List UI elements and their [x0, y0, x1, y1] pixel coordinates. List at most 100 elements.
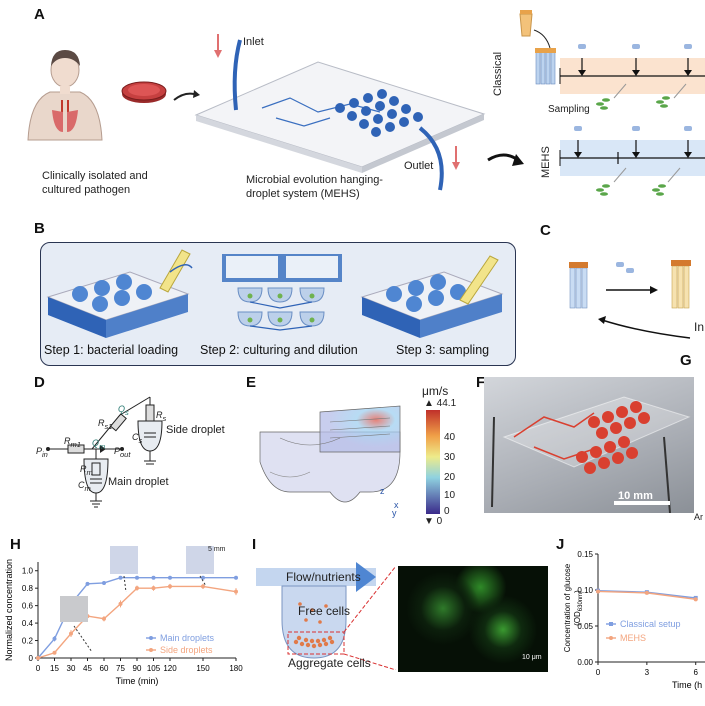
y-axis-label-line2: (OD630nm)	[573, 590, 584, 626]
rm2-subscript: m	[86, 467, 93, 477]
y-tick-label: 0.15	[577, 550, 593, 559]
rs-subscript: s	[162, 413, 167, 423]
cs-subscript: s	[138, 435, 143, 445]
tube-icon	[569, 262, 588, 309]
x-axis-label: Time (h	[672, 680, 702, 690]
legend-marker	[149, 648, 153, 652]
panel-f-photo-content	[491, 396, 691, 513]
pathogen-caption-line2: cultured pathogen	[42, 184, 131, 196]
panel-label-e: E	[246, 374, 257, 391]
data-point	[168, 575, 172, 580]
colorbar-unit: μm/s	[422, 384, 449, 398]
mehs-caption-line2: droplet system (MEHS)	[246, 188, 360, 200]
legend-label: Main droplets	[160, 633, 215, 643]
pin-label: Pin	[36, 446, 48, 459]
rs-label: Rs	[156, 410, 166, 423]
tube-icon	[671, 260, 691, 309]
cm-symbol: C	[78, 480, 85, 490]
qs-subscript: s	[125, 407, 129, 417]
rs1-subscript: s1	[104, 421, 113, 431]
data-point	[52, 650, 57, 655]
colorbar-tick-10: 10	[444, 490, 456, 501]
x-tick-label: 105	[147, 664, 161, 673]
petri-dish-icon	[121, 81, 167, 103]
colorbar-tick-40: 40	[444, 432, 456, 443]
y-tick-label: 0.6	[22, 602, 34, 611]
panel-d-circuit	[46, 396, 163, 508]
cm-label: Cm	[78, 480, 91, 493]
data-point	[52, 636, 57, 641]
cs-label: Cs	[132, 432, 142, 445]
inset-image-0	[60, 596, 88, 622]
rs1-label: Rs1	[98, 418, 112, 431]
step2-label: Step 2: culturing and dilution	[200, 343, 358, 357]
panel-label-j: J	[556, 536, 565, 553]
x-tick-label: 150	[196, 664, 210, 673]
x-tick-label: 90	[133, 664, 142, 673]
pout-symbol: P	[114, 446, 121, 456]
qs-symbol: Q	[118, 404, 126, 414]
inlet-label: Inlet	[243, 36, 264, 48]
panel-e-colorbar	[426, 410, 440, 514]
panel-a-illustration	[27, 10, 705, 196]
x-tick-label: 180	[229, 664, 243, 673]
data-point	[102, 616, 106, 621]
panel-c-illustration	[569, 260, 691, 339]
panel-label-a: A	[34, 6, 45, 23]
qs-label: Qs	[118, 404, 129, 417]
cm-subscript: m	[84, 483, 91, 493]
data-point	[168, 584, 172, 589]
axis-x-label: x	[394, 500, 399, 510]
x-tick-label: 60	[100, 664, 109, 673]
flow-label: Flow/nutrients	[286, 570, 361, 584]
panel-label-b: B	[34, 220, 45, 237]
rm-subscript: m1	[70, 439, 81, 449]
tube-icon	[519, 10, 556, 85]
data-point	[596, 589, 600, 594]
rm2-label: Rm	[80, 464, 93, 477]
inset-image-1	[110, 546, 138, 574]
inset-pointer	[73, 625, 93, 653]
inset-scalebar: 5 mm	[208, 546, 226, 553]
colorbar-tick-20: 20	[444, 472, 456, 483]
x-tick-label: 75	[116, 664, 125, 673]
inset-pointer	[123, 575, 127, 593]
panel-label-i: I	[252, 536, 257, 553]
panel-f-scalebar: 10 mm	[618, 490, 653, 502]
y-tick-label: 0.2	[22, 637, 34, 646]
aggregate-cells-label: Aggregate cells	[288, 656, 371, 670]
arrow-icon	[487, 153, 519, 162]
rs-symbol: R	[156, 410, 163, 420]
x-axis-label: Time (min)	[116, 676, 159, 686]
colorbar-min: ▼ 0	[424, 516, 443, 527]
y-tick-label: 0.05	[577, 622, 593, 631]
inset-pointer	[199, 575, 207, 587]
panel-c-cut-text: In	[694, 320, 705, 334]
data-point	[151, 575, 156, 580]
rm2-symbol: R	[80, 464, 87, 474]
mehs-chip-icon	[194, 39, 486, 191]
cs-symbol: C	[132, 432, 139, 442]
data-point	[234, 575, 238, 580]
panel-i-micrograph	[398, 566, 548, 672]
data-point	[234, 589, 238, 594]
qm-label: Qm	[92, 438, 105, 451]
qm-subscript: m	[99, 441, 106, 451]
legend-label: Classical setup	[620, 619, 681, 629]
data-point	[118, 575, 123, 580]
x-tick-label: 45	[83, 664, 92, 673]
legend-marker	[609, 622, 613, 626]
data-point	[693, 597, 698, 602]
data-point	[135, 575, 139, 580]
classical-label: Classical	[492, 51, 504, 96]
step3-label: Step 3: sampling	[396, 343, 490, 357]
sampling-label: Sampling	[548, 104, 590, 115]
colorbar-max: ▲ 44.1	[424, 398, 457, 409]
y-tick-label: 0.8	[22, 584, 34, 593]
y-axis-label: Normalized concentration	[4, 559, 14, 661]
panel-label-d: D	[34, 374, 45, 391]
arrow-icon	[173, 92, 195, 101]
panel-label-h: H	[10, 536, 21, 553]
